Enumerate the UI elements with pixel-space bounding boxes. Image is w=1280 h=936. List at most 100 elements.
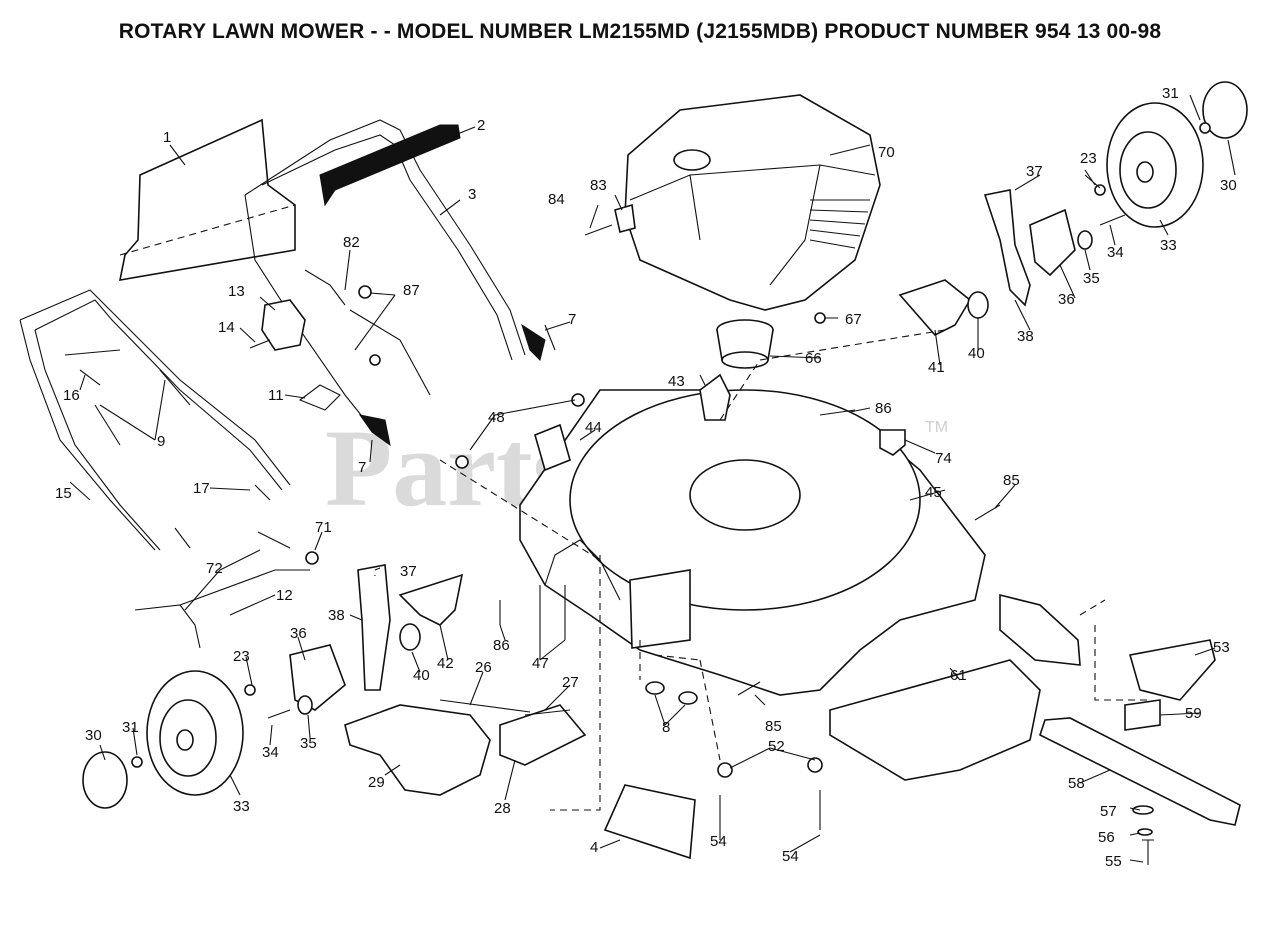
callout-45: 45 xyxy=(925,484,942,501)
callout-58: 58 xyxy=(1068,775,1085,792)
part-59-adapter xyxy=(1124,699,1161,731)
part-23-washer-left xyxy=(244,684,256,696)
part-71-nut xyxy=(305,551,319,565)
leader-lines xyxy=(69,94,1236,863)
callout-1: 1 xyxy=(163,129,171,146)
callout-61: 61 xyxy=(950,667,967,684)
callout-37-left: 37 xyxy=(400,563,417,580)
part-12-axle xyxy=(134,569,310,649)
callout-41: 41 xyxy=(928,359,945,376)
callout-54-right: 54 xyxy=(782,848,799,865)
part-31-nut-left xyxy=(131,756,143,768)
part-23-washer-right xyxy=(1094,184,1106,196)
part-31-nut-right xyxy=(1199,122,1211,134)
callout-2: 2 xyxy=(477,117,485,134)
part-48-nut xyxy=(571,393,585,407)
part-29-plug xyxy=(344,704,491,796)
part-17-clip xyxy=(174,484,271,549)
part-7-knob-upper xyxy=(521,323,546,361)
callout-17: 17 xyxy=(193,480,210,497)
part-37-lever xyxy=(983,189,1031,307)
callout-54-left: 54 xyxy=(710,833,727,850)
part-83-bracket xyxy=(614,203,636,233)
callout-52: 52 xyxy=(768,738,785,755)
callout-34-right: 34 xyxy=(1107,244,1124,261)
part-3-upper-handle xyxy=(244,119,526,356)
callout-48: 48 xyxy=(488,409,505,426)
part-7-knob-lower xyxy=(358,414,391,447)
part-14-screw xyxy=(249,339,271,349)
callout-85-lower: 85 xyxy=(765,718,782,735)
part-30-hubcap-right xyxy=(1202,81,1248,139)
callout-57: 57 xyxy=(1100,803,1117,820)
part-54-bolt xyxy=(719,790,821,830)
callout-30-right: 30 xyxy=(1220,177,1237,194)
assembly-lines xyxy=(119,204,1150,811)
callout-85-right: 85 xyxy=(1003,472,1020,489)
part-36-bracket-left xyxy=(289,644,346,711)
callout-14: 14 xyxy=(218,319,235,336)
callout-42: 42 xyxy=(437,655,454,672)
callout-86-upper: 86 xyxy=(875,400,892,417)
callout-29: 29 xyxy=(368,774,385,791)
part-47-screw xyxy=(539,585,566,640)
callout-12: 12 xyxy=(276,587,293,604)
callout-56: 56 xyxy=(1098,829,1115,846)
part-40-bushing-left xyxy=(399,623,421,651)
part-74-plate xyxy=(879,429,906,456)
part-37-lever-left xyxy=(357,564,391,691)
callout-33-left: 33 xyxy=(233,798,250,815)
callout-35-right: 35 xyxy=(1083,270,1100,287)
callout-47: 47 xyxy=(532,655,549,672)
callout-66: 66 xyxy=(805,350,822,367)
callout-36-left: 36 xyxy=(290,625,307,642)
callout-8: 8 xyxy=(662,719,670,736)
callout-15: 15 xyxy=(55,485,72,502)
part-82-cable xyxy=(304,269,431,396)
part-36-bracket xyxy=(1029,208,1076,277)
part-56-washer xyxy=(1137,828,1153,836)
callout-38-right: 38 xyxy=(1017,328,1034,345)
callout-55: 55 xyxy=(1105,853,1122,870)
callout-44: 44 xyxy=(585,419,602,436)
part-67-washer xyxy=(814,312,826,324)
part-40-bushing xyxy=(967,291,989,319)
part-35-spacer-left xyxy=(297,695,313,715)
part-9-bolts xyxy=(94,369,191,446)
part-85-screw-lower xyxy=(737,681,761,696)
callout-74: 74 xyxy=(935,450,952,467)
callout-28: 28 xyxy=(494,800,511,817)
callout-31-right: 31 xyxy=(1162,85,1179,102)
callout-40-right: 40 xyxy=(968,345,985,362)
callout-33-right: 33 xyxy=(1160,237,1177,254)
part-55-bolt xyxy=(1142,839,1154,865)
part-28-bracket xyxy=(499,704,587,766)
callout-7-lower: 7 xyxy=(358,459,366,476)
callout-38-left: 38 xyxy=(328,607,345,624)
part-34-bolt-right xyxy=(1099,214,1126,226)
part-87-nut xyxy=(358,285,372,299)
callout-3: 3 xyxy=(468,186,476,203)
callout-27: 27 xyxy=(562,674,579,691)
part-15-lower-handle xyxy=(19,289,291,551)
callout-84: 84 xyxy=(548,191,565,208)
part-41-adjuster xyxy=(898,279,972,336)
part-33-wheel-left xyxy=(146,670,244,796)
callout-16: 16 xyxy=(63,387,80,404)
part-35-spacer-right xyxy=(1077,230,1093,250)
callout-31-left: 31 xyxy=(122,719,139,736)
callout-40-left: 40 xyxy=(413,667,430,684)
callout-71: 71 xyxy=(315,519,332,536)
callout-86-lower: 86 xyxy=(493,637,510,654)
callout-35-left: 35 xyxy=(300,735,317,752)
part-53-baffle xyxy=(1128,639,1216,701)
part-52-bracket xyxy=(717,762,733,778)
callout-34-left: 34 xyxy=(262,744,279,761)
part-58-blade xyxy=(1039,717,1241,826)
part-43-bracket xyxy=(699,373,731,421)
part-2-grip xyxy=(319,124,461,207)
part-16-bolts xyxy=(64,349,121,386)
diagram-title: ROTARY LAWN MOWER - - MODEL NUMBER LM215… xyxy=(118,20,1162,43)
part-33-wheel-right xyxy=(1106,102,1204,228)
